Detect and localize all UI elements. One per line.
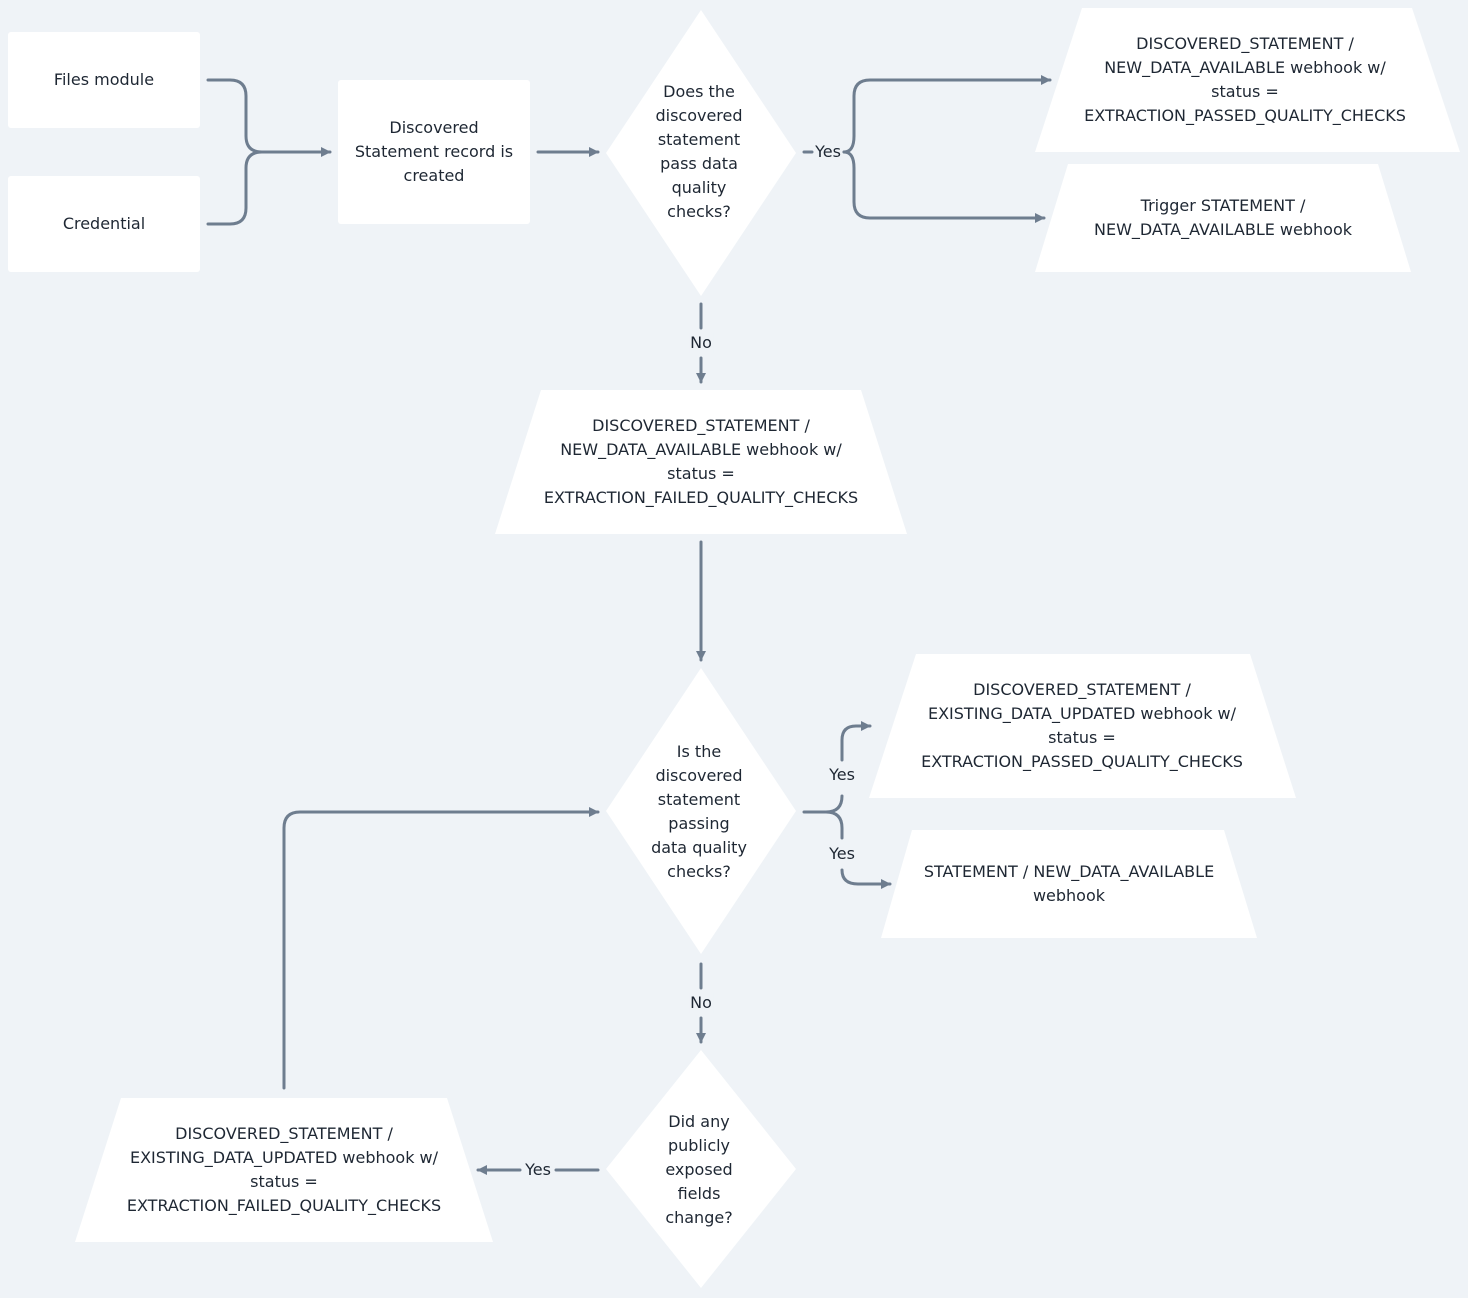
connector-credential-to-record [206, 150, 264, 226]
decision-fields-change-node[interactable] [606, 1050, 796, 1288]
connector-yes-to-passed-updated [840, 721, 872, 762]
edge-label-no-decision1: No [689, 333, 713, 353]
decision-passing-checks-node[interactable] [606, 668, 796, 954]
trigger-statement-new-node[interactable] [1035, 164, 1411, 272]
connector-yes-to-statement-new [840, 868, 892, 889]
edge-label-no-decision2: No [689, 993, 713, 1013]
connector-yes-to-passed-new [842, 75, 1052, 154]
connector-decision2-stub-down [824, 810, 844, 840]
webhook-failed-updated-node[interactable] [75, 1098, 493, 1242]
webhook-passed-updated-node[interactable] [869, 654, 1296, 798]
edge-label-yes-decision3: Yes [524, 1160, 552, 1180]
connector-files-to-record [206, 78, 264, 154]
record-created-node[interactable] [338, 80, 530, 224]
connector-loop-back [282, 807, 600, 1090]
edge-label-yes-decision2-upper: Yes [828, 765, 856, 785]
webhook-failed-new-node[interactable] [495, 390, 907, 534]
connector-decision2-stub [802, 794, 844, 814]
credential-node[interactable] [8, 176, 200, 272]
statement-new-webhook-node[interactable] [881, 830, 1257, 938]
webhook-passed-new-node[interactable] [1035, 8, 1460, 152]
decision-pass-checks-node[interactable] [606, 10, 796, 296]
files-module-node[interactable] [8, 32, 200, 128]
edge-label-yes-decision1: Yes [814, 142, 842, 162]
edge-label-yes-decision2-lower: Yes [828, 844, 856, 864]
connector-yes-to-trigger [842, 150, 1046, 223]
